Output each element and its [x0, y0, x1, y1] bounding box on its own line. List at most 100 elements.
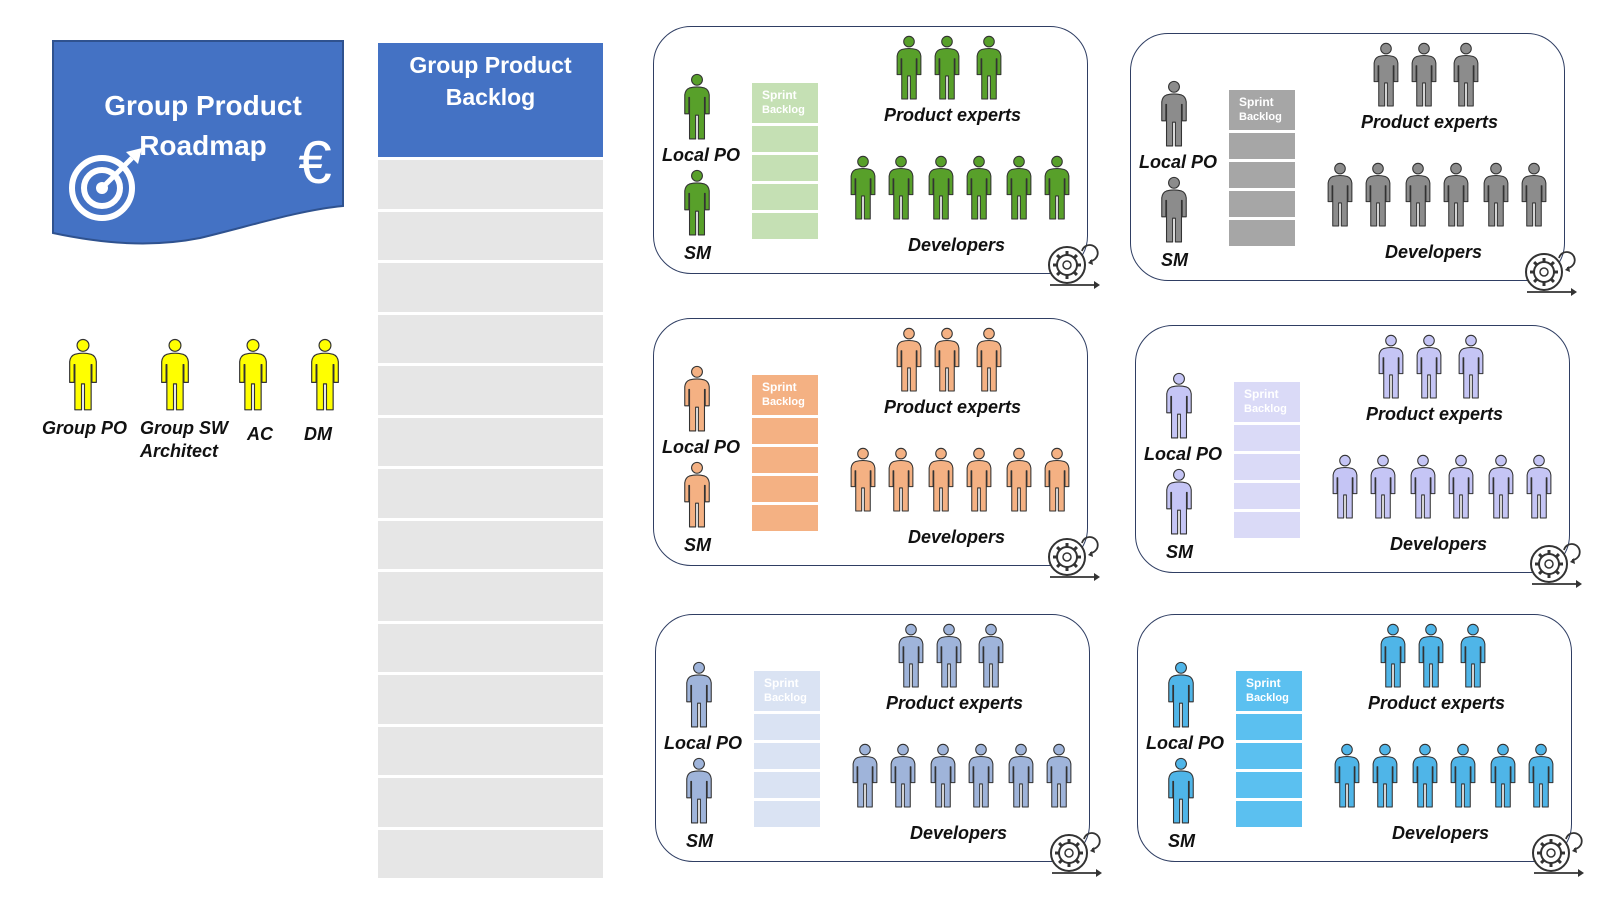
sm-label: SM — [1168, 831, 1195, 851]
person-icon — [1526, 454, 1552, 519]
sprint-backlog-row — [1236, 743, 1302, 769]
person-icon — [1006, 155, 1032, 220]
sprint-backlog-row — [752, 476, 818, 502]
developers-label: Developers — [908, 527, 1006, 547]
local-po-label: Local PO — [1139, 152, 1218, 172]
product-experts-label: Product experts — [886, 693, 1024, 713]
person-icon — [1166, 372, 1192, 439]
backlog-row — [378, 160, 603, 209]
person-icon — [1373, 42, 1399, 107]
person-icon — [684, 73, 710, 140]
person-icon — [1448, 454, 1474, 519]
sprint-backlog-row — [752, 505, 818, 531]
person-icon — [1443, 162, 1469, 227]
person-icon — [1365, 162, 1391, 227]
person-icon — [1411, 42, 1437, 107]
person-icon — [1490, 743, 1516, 808]
backlog-row — [378, 366, 603, 415]
person-icon — [898, 623, 924, 688]
person-icon — [852, 743, 878, 808]
backlog-row — [378, 417, 603, 466]
person-icon — [978, 623, 1004, 688]
backlog-row — [378, 726, 603, 775]
person-icon — [684, 461, 710, 528]
person-icon — [1521, 162, 1547, 227]
sprint-backlog-row — [1229, 191, 1295, 217]
local-po-label: Local PO — [662, 437, 741, 457]
sprint-backlog-row — [1234, 454, 1300, 480]
backlog-row — [378, 778, 603, 827]
person-icon — [968, 743, 994, 808]
local-po-label: Local PO — [664, 733, 743, 753]
person-icon — [1450, 743, 1476, 808]
backlog-row — [378, 314, 603, 363]
sprint-backlog-row — [1229, 162, 1295, 188]
person-icon — [1378, 334, 1404, 399]
euro-icon: € — [298, 129, 331, 196]
sprint-backlog-row — [754, 743, 820, 769]
sm-label: SM — [684, 243, 711, 263]
person-icon — [1380, 623, 1406, 688]
sprint-backlog-row — [752, 213, 818, 239]
group-role-label: AC — [247, 424, 273, 444]
sprint-backlog-row — [1236, 772, 1302, 798]
person-icon — [1418, 623, 1444, 688]
gear-cycle-icon — [1050, 832, 1102, 877]
person-icon — [1327, 162, 1353, 227]
sprint-backlog-row — [754, 714, 820, 740]
person-icon — [850, 155, 876, 220]
sprint-backlog-row — [752, 155, 818, 181]
person-icon — [896, 327, 922, 392]
backlog-row — [378, 469, 603, 518]
person-icon — [1483, 162, 1509, 227]
person-icon — [930, 743, 956, 808]
sprint-backlog-row — [1234, 512, 1300, 538]
person-icon — [1168, 661, 1194, 728]
target-icon — [69, 148, 142, 221]
sprint-backlog-row — [752, 447, 818, 473]
person-icon — [161, 338, 189, 411]
person-icon — [1416, 334, 1442, 399]
person-icon — [1460, 623, 1486, 688]
person-icon — [888, 155, 914, 220]
person-icon — [1453, 42, 1479, 107]
person-icon — [936, 623, 962, 688]
sm-label: SM — [1161, 250, 1188, 270]
product-experts-label: Product experts — [884, 397, 1022, 417]
backlog-list — [378, 160, 603, 881]
sm-label: SM — [1166, 542, 1193, 562]
person-icon — [1458, 334, 1484, 399]
sprint-backlog-row — [752, 418, 818, 444]
person-icon — [1161, 176, 1187, 243]
person-icon — [976, 35, 1002, 100]
person-icon — [69, 338, 97, 411]
group-role-label: Group SW — [140, 418, 228, 438]
person-icon — [1161, 80, 1187, 147]
person-icon — [686, 661, 712, 728]
sprint-backlog-row — [752, 184, 818, 210]
person-icon — [966, 447, 992, 512]
gear-cycle-icon — [1532, 832, 1584, 877]
person-icon — [1044, 155, 1070, 220]
person-icon — [1405, 162, 1431, 227]
person-icon — [928, 447, 954, 512]
gear-cycle-icon — [1530, 543, 1582, 588]
sprint-backlog-row — [754, 772, 820, 798]
gear-cycle-icon — [1525, 251, 1577, 296]
person-icon — [1334, 743, 1360, 808]
backlog-row — [378, 263, 603, 312]
